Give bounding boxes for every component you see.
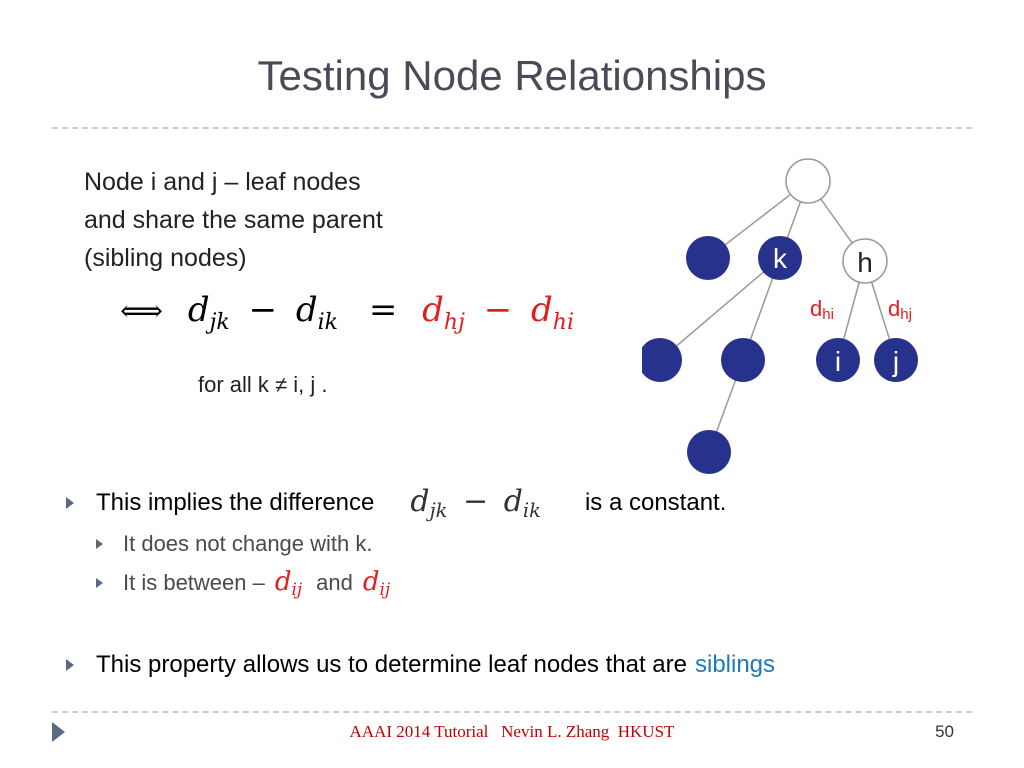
term-d-ik: dik: [295, 290, 339, 335]
sub-bullet-marker-icon: [96, 578, 103, 588]
figure-panel: Node i and j – leaf nodes and share the …: [72, 150, 942, 480]
slide-title: Testing Node Relationships: [257, 52, 767, 99]
bullet-marker-icon: [66, 659, 74, 671]
sub-bullet-1-text: It does not change with k.: [123, 531, 373, 556]
sub-bullet-2-math-neg: dij: [274, 566, 303, 600]
sub-bullet-2-and: and: [316, 570, 353, 595]
edge-k-b: [659, 257, 781, 361]
tree-label-j: j: [892, 346, 899, 377]
tree-node-leaf-d: [687, 430, 731, 474]
bullet-marker-icon: [66, 497, 74, 509]
sub-bullet-marker-icon: [96, 539, 103, 549]
page-number: 50: [935, 722, 954, 741]
edge-label-dhj: dhj: [888, 296, 912, 323]
bullet-1-text-end: is a constant.: [584, 489, 727, 516]
bullet-2: This property allows us to determine lea…: [66, 648, 775, 682]
bullet-1: This implies the difference djk − dik is…: [66, 484, 727, 522]
tree-node-j: [874, 338, 918, 382]
footer-credit: AAAI 2014 Tutorial Nevin L. Zhang HKUST: [349, 722, 675, 741]
tree-node-c: [721, 338, 765, 382]
minus-sign: −: [248, 290, 278, 330]
sub-bullet-2-math-pos: dij: [362, 566, 391, 600]
tree-node-i: [816, 338, 860, 382]
footer-divider: [52, 711, 972, 713]
minus-sign-red: −: [483, 290, 513, 330]
sub-bullet-2: It is between – dij and dij: [96, 566, 390, 600]
tree-node-leaf-b: [640, 338, 682, 382]
tree-node-h: [842, 238, 888, 284]
edge-label-dhi: dhi: [810, 296, 834, 323]
bullet-2-accent-word: siblings: [694, 651, 776, 678]
bullet-1-text-start: This implies the difference: [96, 489, 375, 516]
tree-diagram: k h i j dhi dhj: [640, 158, 918, 474]
figure-text-line-1: Node i and j – leaf nodes: [84, 168, 361, 196]
bullet-2-text: This property allows us to determine lea…: [96, 651, 687, 678]
tree-crop-edge: [640, 330, 642, 390]
term-d-hj: dhj: [422, 290, 465, 335]
tree-node-leaf-a: [686, 236, 730, 280]
tree-label-h: h: [857, 247, 873, 278]
equivalence-arrow: ⟺: [120, 294, 164, 329]
term-d-hi: dhi: [531, 290, 575, 335]
figure-text-line-3: (sibling nodes): [84, 244, 247, 272]
tree-label-i: i: [835, 346, 841, 377]
figure-text-line-2: and share the same parent: [84, 206, 383, 234]
title-divider: [52, 127, 972, 129]
sub-bullet-1: It does not change with k.: [96, 530, 373, 558]
bullet-1-math: djk − dik: [410, 484, 541, 522]
term-d-jk: djk: [187, 290, 230, 335]
forall-condition: for all k ≠ i, j .: [198, 372, 328, 397]
footer-arrow-icon: [52, 722, 65, 742]
sub-bullet-2-text-start: It is between –: [123, 570, 265, 595]
tree-node-k: [758, 236, 802, 280]
tree-label-k: k: [773, 243, 788, 274]
tree-edges: [659, 180, 897, 453]
sibling-equation: ⟺ djk − dik = dhj − dhi: [120, 290, 574, 335]
equals-sign: =: [368, 290, 398, 330]
tree-node-root: [785, 158, 831, 204]
